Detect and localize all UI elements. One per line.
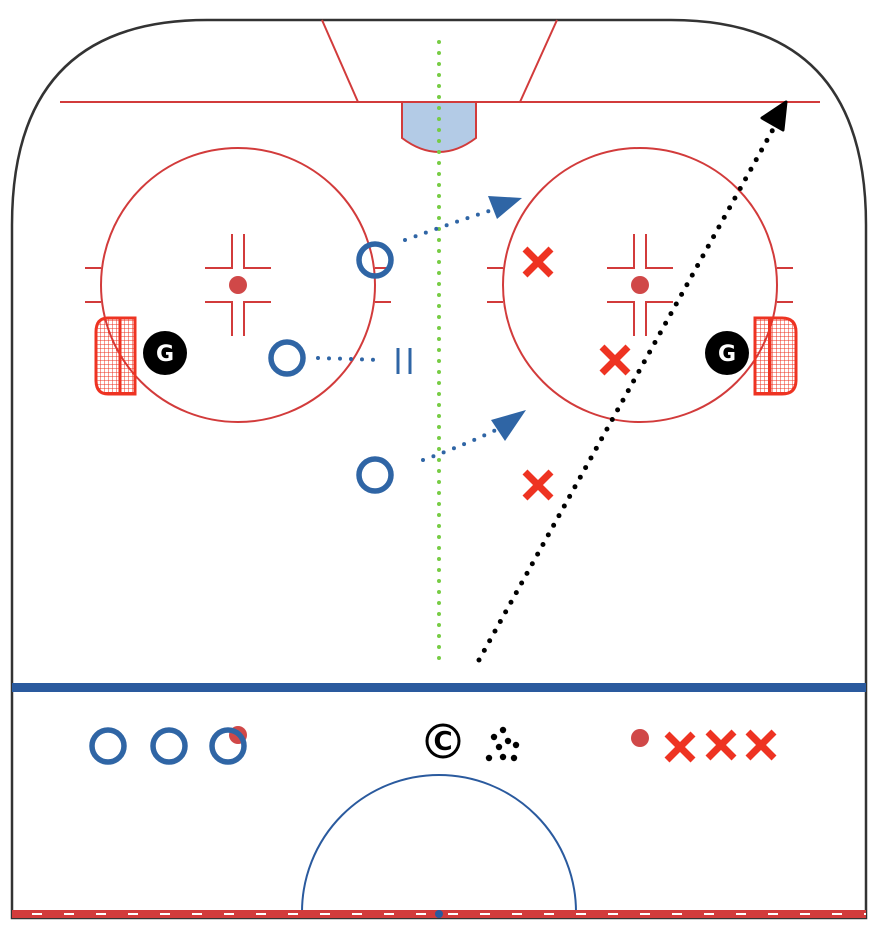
shot-arrow [476,100,788,663]
skater-o-icon [268,339,306,377]
center-circle [301,774,577,913]
skater-x-icon [745,729,777,761]
goalie-label: G [156,342,174,367]
pass-arrow-top [403,196,522,242]
left-goalie-icon: G [143,331,187,375]
skater-o-icon [356,456,394,494]
right-goal-net-icon [753,316,798,396]
goalie-label: G [718,342,736,367]
neutral-faceoff-dot [631,729,649,747]
blue-line [12,683,866,692]
skater-x-icon [599,344,631,376]
skater-o-icon [150,727,188,765]
skater-o-icon [356,241,394,279]
goal-crease [401,101,477,153]
skater-x-icon [522,469,554,501]
skater-x-icon [522,246,554,278]
pass-arrow-bottom [421,410,526,462]
left-goal-net-icon [94,316,137,396]
right-goalie-icon: G [705,331,749,375]
trapezoid-right [519,19,558,103]
center-red-line [12,910,866,918]
left-faceoff-dot [229,276,247,294]
skater-x-icon [705,729,737,761]
right-faceoff-dot [631,276,649,294]
coach-icon: C [425,723,461,759]
puck-pile-icon [485,726,520,762]
skater-x-icon [664,731,696,763]
right-faceoff-circle [487,147,793,423]
coach-label: C [433,727,452,757]
skater-o-icon [89,727,127,765]
skater-o-icon [209,727,247,765]
trapezoid-left [321,19,359,103]
stop-pass-line [316,348,412,374]
